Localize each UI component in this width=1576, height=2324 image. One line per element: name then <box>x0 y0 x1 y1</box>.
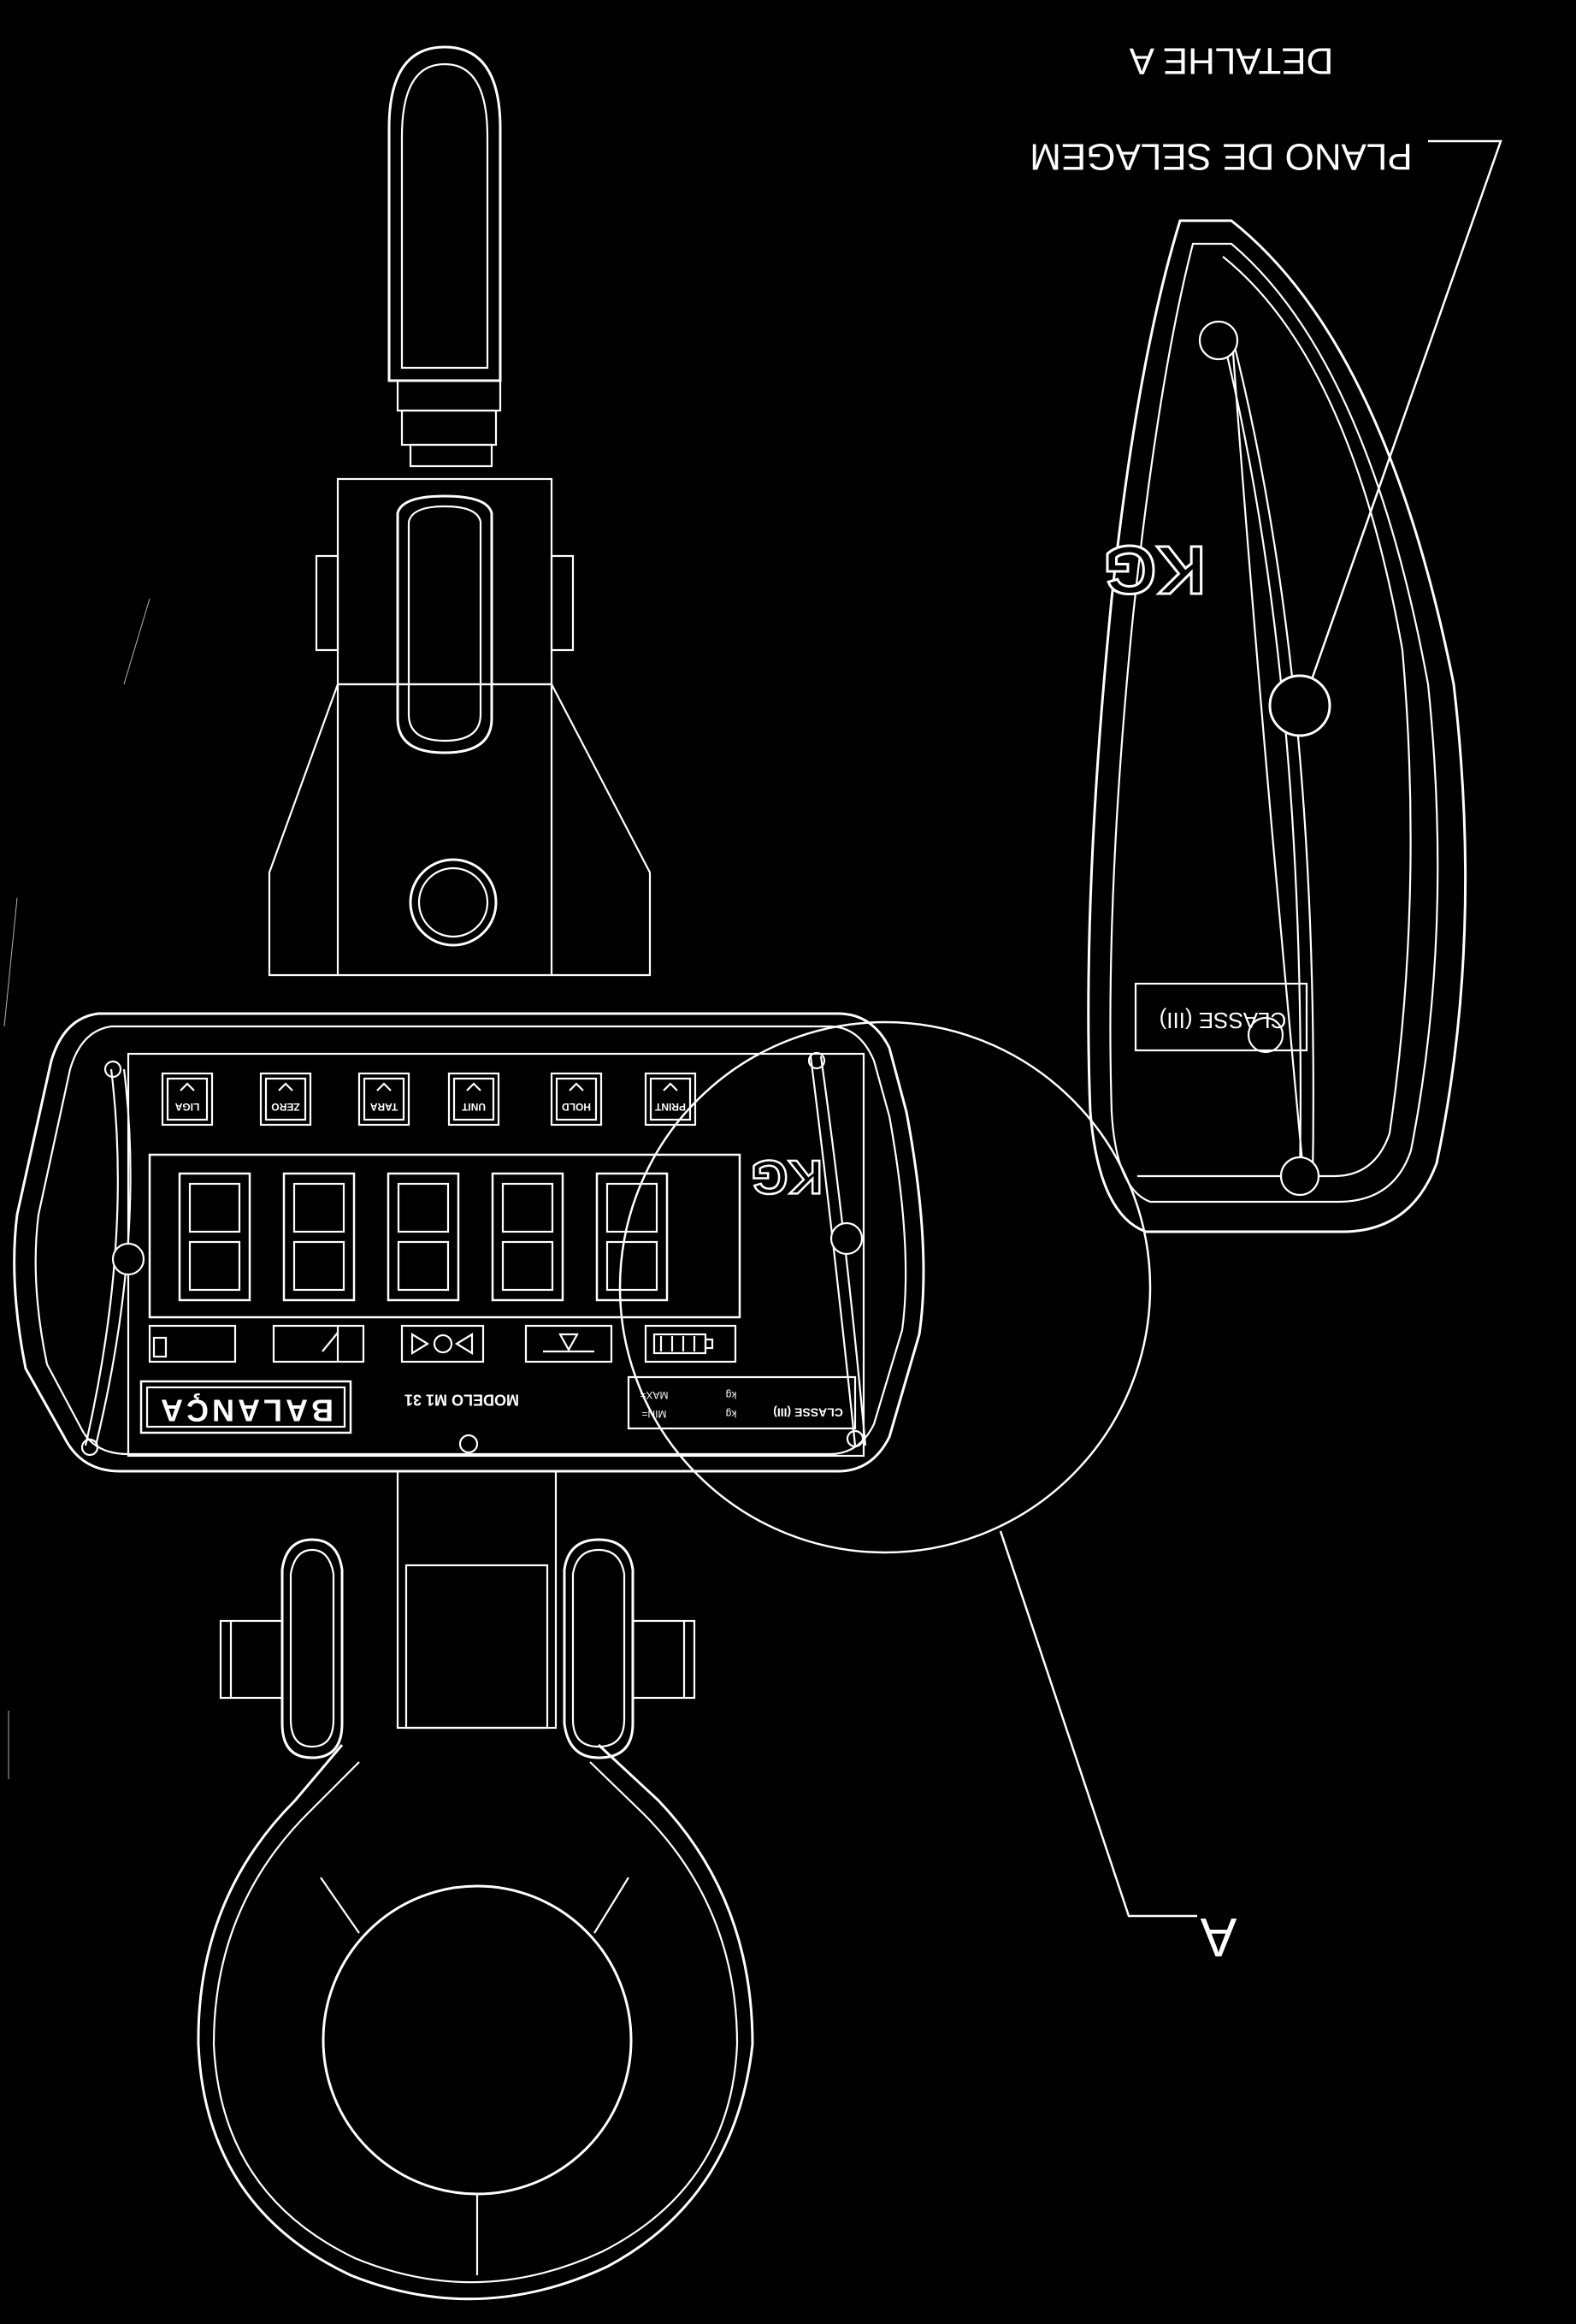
key-row: LIGA ZERO TARA UNIT HOLD PRINT <box>161 1072 697 1127</box>
key-unit[interactable]: UNIT <box>447 1072 500 1127</box>
brand-plate: BALANÇA <box>139 1380 352 1434</box>
top-shackle <box>387 45 502 468</box>
tare-icon <box>376 1082 392 1091</box>
key-label: UNIT <box>461 1101 486 1113</box>
panel-class-label: CLASSE (III) <box>773 1405 843 1419</box>
info-line-min: MIN= <box>641 1408 666 1420</box>
key-hold[interactable]: HOLD <box>550 1072 603 1127</box>
bottom-shackle <box>197 1743 754 2301</box>
key-label: LIGA <box>174 1101 199 1113</box>
model-label: MODELO M1 31 <box>404 1391 519 1408</box>
digit-window <box>148 1153 741 1319</box>
indicator-row <box>148 1324 737 1363</box>
key-liga[interactable]: LIGA <box>161 1072 214 1127</box>
info-line-max: MAX= <box>640 1389 668 1401</box>
panel-logo: KG <box>751 1150 823 1204</box>
zero-indicator-icon <box>524 1324 613 1363</box>
key-zero[interactable]: ZERO <box>259 1072 312 1127</box>
digit-cell <box>387 1172 460 1302</box>
detail-class-label: CLASSE (III) <box>1160 1008 1287 1033</box>
seven-segment-digits <box>178 1172 669 1302</box>
info-plate: MAX= MIN= kg kg CLASSE (III) <box>627 1375 857 1430</box>
key-label: TARA <box>369 1101 398 1113</box>
top-clevis <box>315 477 575 754</box>
battery-low-icon <box>148 1324 237 1363</box>
enter-icon <box>663 1082 678 1091</box>
detail-title: DETALHE A <box>1129 39 1333 81</box>
key-label: ZERO <box>271 1101 299 1113</box>
info-unit-min: kg <box>726 1408 737 1420</box>
display-housing <box>13 1012 925 1473</box>
detail-logo: KG <box>1103 532 1206 608</box>
battery-icon <box>644 1324 737 1363</box>
detail-a: DETALHE A PLANO DE SELAGEM CLASSE (III) … <box>1030 39 1502 1233</box>
key-label: PRINT <box>654 1101 686 1113</box>
key-print[interactable]: PRINT <box>644 1072 697 1127</box>
digit-cell <box>595 1172 669 1302</box>
digit-cell <box>491 1172 564 1302</box>
key-label: HOLD <box>562 1101 591 1113</box>
detail-callout: A <box>618 1020 1237 1968</box>
load-link <box>268 683 652 977</box>
gross-net-icon <box>272 1324 365 1363</box>
key-tara[interactable]: TARA <box>357 1072 410 1127</box>
arrow-down-icon <box>466 1082 481 1091</box>
digit-cell <box>282 1172 356 1302</box>
power-icon <box>180 1082 195 1091</box>
scan-artifacts <box>3 598 151 1779</box>
bottom-swivel <box>219 1470 696 1759</box>
callout-letter: A <box>1200 1907 1237 1968</box>
info-unit-max: kg <box>726 1389 737 1401</box>
brand-label: BALANÇA <box>157 1393 333 1428</box>
zero-icon <box>278 1082 293 1091</box>
arrow-up-icon <box>569 1082 584 1091</box>
digit-cell <box>178 1172 251 1302</box>
detail-callout-label: PLANO DE SELAGEM <box>1030 135 1412 177</box>
stable-icon <box>400 1324 485 1363</box>
